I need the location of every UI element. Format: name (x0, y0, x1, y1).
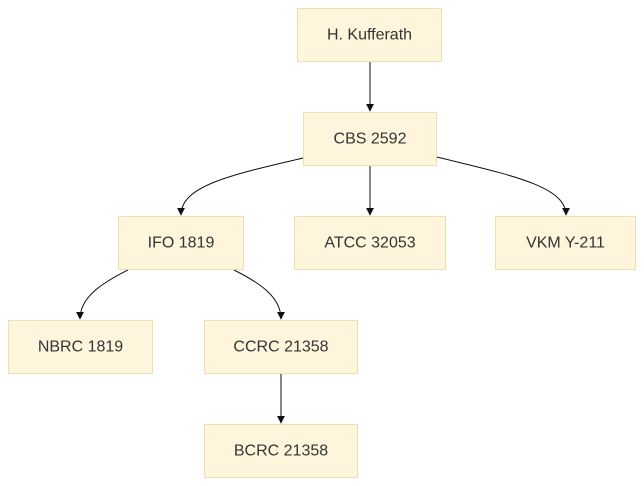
node-ifo1819: IFO 1819 (118, 216, 244, 270)
node-box (297, 8, 442, 62)
node-box (204, 424, 358, 478)
edge-ifo1819-to-ccrc21358 (233, 269, 285, 320)
node-box (294, 216, 446, 270)
edge-cbs2592-to-ifo1819 (177, 157, 304, 216)
node-vkmy211: VKM Y-211 (495, 216, 636, 270)
node-label: VKM Y-211 (526, 235, 605, 252)
node-label: CBS 2592 (334, 131, 407, 148)
node-box (118, 216, 244, 270)
node-cbs2592: CBS 2592 (303, 112, 437, 166)
node-label: IFO 1819 (148, 235, 215, 252)
node-label: CCRC 21358 (233, 339, 328, 356)
edge-ifo1819-to-nbrc1819 (76, 269, 129, 320)
node-bcrc21358: BCRC 21358 (204, 424, 358, 478)
node-box (8, 320, 153, 374)
node-atcc32053: ATCC 32053 (294, 216, 446, 270)
node-nbrc1819: NBRC 1819 (8, 320, 153, 374)
node-label: H. Kufferath (327, 27, 412, 44)
node-ccrc21358: CCRC 21358 (204, 320, 358, 374)
node-kufferath: H. Kufferath (297, 8, 442, 62)
node-label: BCRC 21358 (234, 443, 328, 460)
edge-cbs2592-to-vkmy211 (436, 156, 570, 216)
node-label: NBRC 1819 (38, 339, 123, 356)
node-box (303, 112, 437, 166)
edges (76, 62, 570, 424)
node-box (495, 216, 636, 270)
node-label: ATCC 32053 (324, 235, 415, 252)
node-box (204, 320, 358, 374)
